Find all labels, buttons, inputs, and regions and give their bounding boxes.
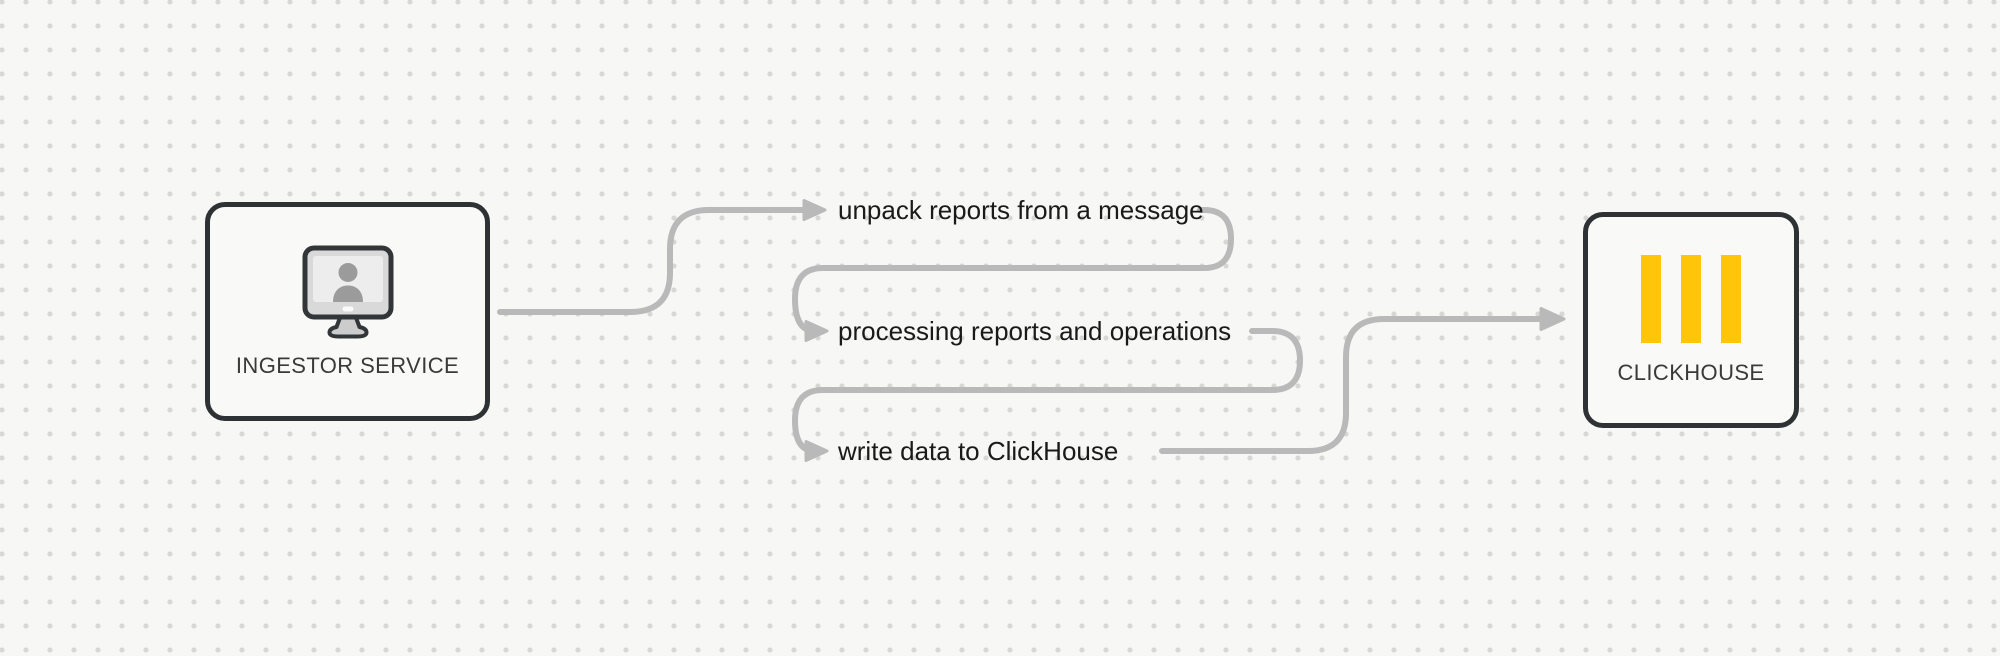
node-label-ingestor: INGESTOR SERVICE xyxy=(235,352,460,378)
node-ingestor-service[interactable]: INGESTOR SERVICE xyxy=(205,202,490,421)
step-label-write-data[interactable]: write data to ClickHouse xyxy=(838,436,1119,466)
arrowhead-icon xyxy=(804,320,829,342)
arrowhead-icon xyxy=(804,440,829,462)
node-label-clickhouse: CLICKHOUSE xyxy=(1617,359,1765,385)
node-clickhouse[interactable]: CLICKHOUSE xyxy=(1583,212,1799,428)
connector-step2-to-step3 xyxy=(791,328,1304,454)
arrowhead-icon xyxy=(802,199,827,221)
step-label-unpack-reports[interactable]: unpack reports from a message xyxy=(838,195,1204,225)
clickhouse-bars-icon xyxy=(1641,254,1741,343)
monitor-user-icon xyxy=(302,245,393,338)
connector-step1-to-step2 xyxy=(791,207,1235,334)
step-label-processing-reports[interactable]: processing reports and operations xyxy=(838,316,1232,346)
connector-ingestor-to-step1 xyxy=(497,207,807,315)
arrowhead-icon xyxy=(1539,307,1566,331)
